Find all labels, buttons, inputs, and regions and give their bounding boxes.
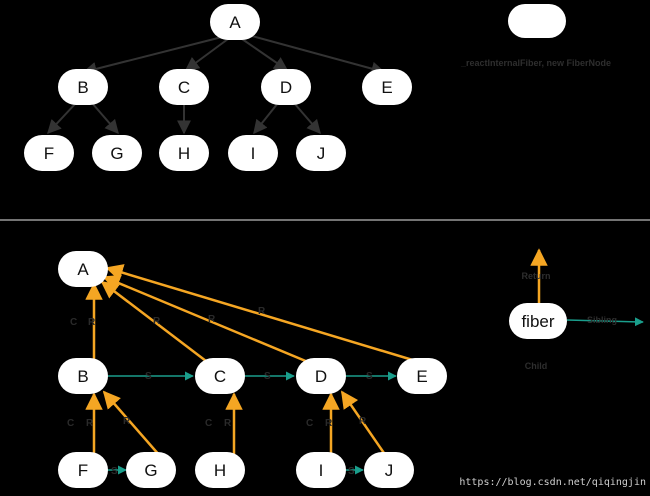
top-node-b: B xyxy=(58,69,108,105)
edge-label-sibling-b-c: S xyxy=(145,371,152,382)
return-edge-d-a xyxy=(102,274,309,364)
edge-label-return-h: R xyxy=(224,418,232,429)
top-node-a: A xyxy=(210,4,260,40)
edge-label-return-i: R xyxy=(325,418,333,429)
edge-label-child-i: C xyxy=(306,418,313,429)
return-edge-j-d xyxy=(340,390,388,457)
bottom-node-e: E xyxy=(397,358,447,394)
bottom-node-h: H xyxy=(195,452,245,488)
bottom-node-j-label: J xyxy=(385,461,394,480)
top-legend: _reactInternalFiber, new FiberNode xyxy=(460,4,611,68)
top-node-d-label: D xyxy=(280,78,292,97)
edge-label-return-j: R xyxy=(359,416,367,427)
top-node-c-label: C xyxy=(178,78,190,97)
bottom-node-b-label: B xyxy=(77,367,88,386)
edge-labels: C R R R R S S S C R R C R C R R S S xyxy=(67,306,373,477)
bottom-node-f: F xyxy=(58,452,108,488)
top-node-j: J xyxy=(296,135,346,171)
legend-fiber-node xyxy=(509,303,567,339)
bottom-node-h-label: H xyxy=(214,461,226,480)
bottom-node-j: J xyxy=(364,452,414,488)
top-node-g: G xyxy=(92,135,142,171)
bottom-node-e-label: E xyxy=(416,367,427,386)
top-node-g-label: G xyxy=(110,144,123,163)
edge-label-sibling-c-d: S xyxy=(264,371,271,382)
edge-label-return-f: R xyxy=(86,418,94,429)
edge-label-return-c: R xyxy=(153,316,161,327)
return-edge-e-a xyxy=(105,264,417,363)
bottom-node-i-label: I xyxy=(319,461,324,480)
top-node-e-label: E xyxy=(381,78,392,97)
edge-label-return-d: R xyxy=(208,314,216,325)
bottom-node-c: C xyxy=(195,358,245,394)
edge-label-return-g: R xyxy=(123,416,131,427)
bottom-node-c-label: C xyxy=(214,367,226,386)
watermark: https://blog.csdn.net/qiqingjin xyxy=(459,477,646,488)
top-edge-b-g xyxy=(91,102,119,135)
edge-label-sibling-i-j: S xyxy=(348,466,355,477)
top-edge-d-j xyxy=(293,102,321,135)
top-edge-d-i xyxy=(253,102,279,135)
top-node-f-label: F xyxy=(44,144,54,163)
top-node-i-label: I xyxy=(251,144,256,163)
return-edge-g-b xyxy=(102,390,161,457)
top-edge-a-b xyxy=(82,36,223,76)
top-tree: A B C D E F G H xyxy=(24,4,611,171)
edge-label-child-f: C xyxy=(67,418,74,429)
edge-label-child-b: C xyxy=(70,317,77,328)
edge-label-sibling-d-e: S xyxy=(366,371,373,382)
bottom-node-g: G xyxy=(126,452,176,488)
top-node-h: H xyxy=(159,135,209,171)
top-node-d: D xyxy=(261,69,311,105)
top-node-e: E xyxy=(362,69,412,105)
edge-label-return-e: R xyxy=(258,306,266,317)
edge-label-child-h: C xyxy=(205,418,212,429)
top-node-j-label: J xyxy=(317,144,326,163)
return-edge-c-a xyxy=(100,280,207,362)
top-legend-node xyxy=(508,4,566,38)
top-edge-a-e xyxy=(251,35,386,76)
legend-sibling-arrow xyxy=(566,317,644,327)
fiber-legend: fiber Return Sibling Child xyxy=(509,248,644,371)
bottom-node-a-label: A xyxy=(77,260,89,279)
bottom-node-b: B xyxy=(58,358,108,394)
bottom-tree: C R R R R S S S C R R C R C R R S S A B xyxy=(58,248,644,488)
bottom-node-d-label: D xyxy=(315,367,327,386)
top-legend-caption: _reactInternalFiber, new FiberNode xyxy=(460,58,611,68)
top-edge-b-f xyxy=(47,102,77,135)
top-node-f: F xyxy=(24,135,74,171)
bottom-node-f-label: F xyxy=(78,461,88,480)
legend-child-text: Child xyxy=(525,361,548,371)
legend-sibling-text: Sibling xyxy=(587,315,617,325)
bottom-node-g-label: G xyxy=(144,461,157,480)
top-node-a-label: A xyxy=(229,13,241,32)
top-node-c: C xyxy=(159,69,209,105)
edge-label-return-b: R xyxy=(88,317,96,328)
edge-label-sibling-f-g: S xyxy=(111,466,118,477)
top-node-h-label: H xyxy=(178,144,190,163)
top-node-b-label: B xyxy=(77,78,88,97)
top-edge-a-d xyxy=(241,38,289,71)
bottom-node-i: I xyxy=(296,452,346,488)
top-node-i: I xyxy=(228,135,278,171)
legend-fiber-label: fiber xyxy=(521,312,554,331)
top-edge-a-c xyxy=(184,38,229,71)
bottom-node-d: D xyxy=(296,358,346,394)
legend-return-text: Return xyxy=(522,271,551,281)
bottom-node-a: A xyxy=(58,251,108,287)
